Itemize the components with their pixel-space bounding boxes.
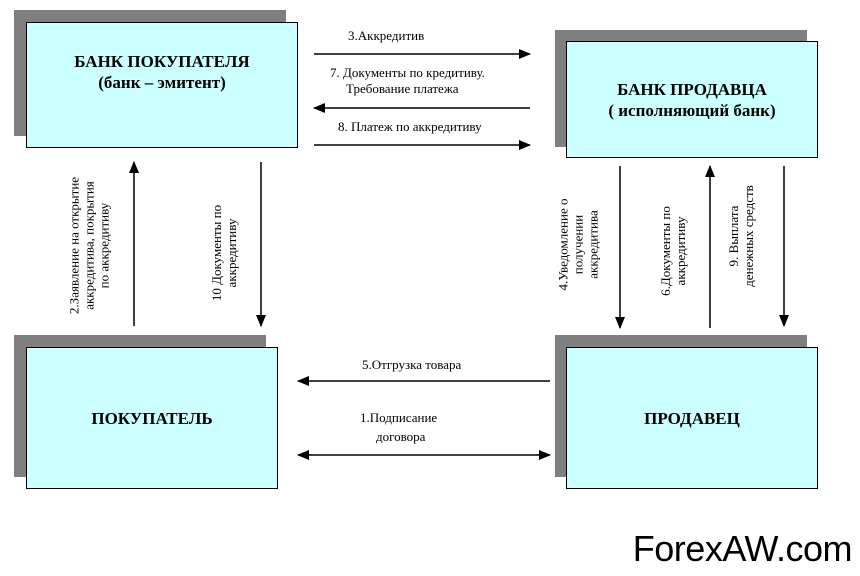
buyer-title: ПОКУПАТЕЛЬ [91,408,213,428]
label-step3: 3.Аккредитив [348,28,425,43]
label-step4: 4.Уведомление о получении аккредитива [556,185,601,305]
seller-bank-box: БАНК ПРОДАВЦА ( исполняющий банк) [566,41,818,158]
label-step2-line3: по аккредитиву [96,202,112,289]
buyer-bank-box: БАНК ПОКУПАТЕЛЯ (банк – эмитент) [26,22,298,148]
label-step9: 9. Выплата денежных средств [726,176,756,296]
label-step4-line1: 4.Уведомление о [555,198,571,291]
buyer-bank-subtitle: (банк – эмитент) [98,73,226,92]
label-step2-line2: аккредитива, покрытия [81,181,97,310]
label-step7-line2: Требование платежа [346,81,459,96]
seller-bank-subtitle: ( исполняющий банк) [608,100,776,120]
buyer-bank-title: БАНК ПОКУПАТЕЛЯ [74,52,250,71]
label-step8: 8. Платеж по аккредитиву [338,119,482,134]
label-step4-line3: аккредитива [585,210,601,279]
label-step2-line1: 2.Заявление на открытие [66,176,82,315]
label-step10-line2: аккредитиву [224,218,239,288]
label-step10-line1: 10 Документы по [209,204,224,302]
seller-title: ПРОДАВЕЦ [644,408,740,428]
buyer-box: ПОКУПАТЕЛЬ [26,347,278,489]
label-step6: 6.Документы по аккредитиву [658,196,688,306]
label-step2: 2.Заявление на открытие аккредитива, пок… [67,156,112,336]
label-step4-line2: получении [570,214,586,275]
label-step6-line1: 6.Документы по [658,206,673,296]
label-step1-line1: 1.Подписание [360,410,438,425]
label-step1-line2: договора [376,429,426,444]
label-step5: 5.Отгрузка товара [362,357,462,372]
label-step10: 10 Документы по аккредитиву [209,193,239,313]
label-step7-line1: 7. Документы по кредитиву. [330,65,485,80]
label-step6-line2: аккредитиву [673,216,688,286]
seller-bank-title: БАНК ПРОДАВЦА [617,79,767,99]
label-step9-line1: 9. Выплата [726,205,741,267]
watermark-logo: ForexAW.com [632,528,853,569]
seller-box: ПРОДАВЕЦ [566,347,818,489]
label-step9-line2: денежных средств [741,185,756,287]
